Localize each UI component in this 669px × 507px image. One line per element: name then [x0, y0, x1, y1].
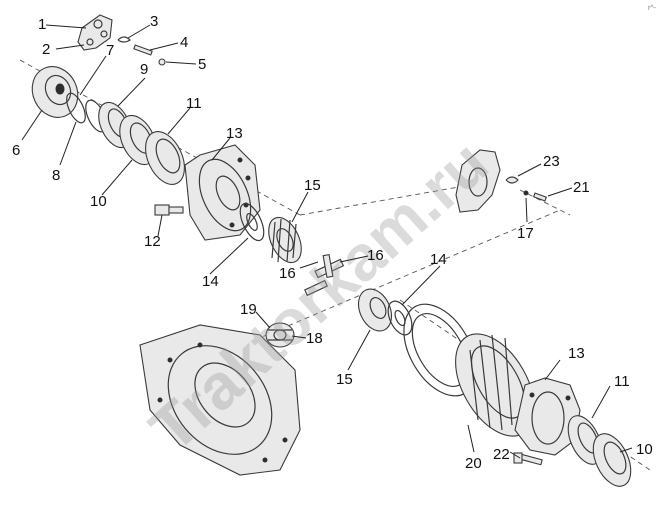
callout-11: 11	[186, 95, 202, 112]
clamp-bracket	[77, 14, 113, 51]
pinion-gear	[265, 322, 295, 348]
callout-2: 2	[42, 41, 50, 58]
callout-4: 4	[180, 34, 188, 51]
thrust-washer-upper	[239, 202, 265, 242]
callout-9: 9	[140, 61, 148, 78]
side-gear-upper	[268, 216, 302, 264]
carrier-casting	[455, 149, 548, 213]
outer-race	[145, 131, 185, 185]
callout-19: 19	[240, 301, 257, 318]
callout-13: 13	[226, 125, 243, 142]
hub-flange	[31, 66, 79, 118]
spider-pins	[304, 254, 345, 297]
callout-5: 5	[198, 56, 206, 73]
callout-13-lower: 13	[568, 345, 585, 362]
callout-22: 22	[493, 446, 510, 463]
callout-15: 15	[304, 177, 321, 194]
callout-18: 18	[306, 330, 323, 347]
main-housing	[139, 324, 301, 476]
case-bolt-lower	[513, 452, 543, 466]
callout-15-lower: 15	[336, 371, 353, 388]
callout-16a: 16	[279, 265, 296, 282]
callout-14-lower: 14	[430, 251, 447, 268]
callout-1: 1	[38, 16, 46, 33]
leader-lines	[21, 24, 633, 459]
callout-7: 7	[106, 42, 114, 59]
callout-10-lower: 10	[636, 441, 653, 458]
callout-14: 14	[202, 273, 219, 290]
callout-17: 17	[517, 225, 534, 242]
callout-6: 6	[12, 142, 20, 159]
callout-20: 20	[465, 455, 482, 472]
callout-10: 10	[90, 193, 107, 210]
callout-16b: 16	[367, 247, 384, 264]
case-bolt	[154, 204, 184, 216]
corner-mark: r^-	[648, 5, 657, 12]
side-gear-lower	[357, 288, 393, 332]
case-half-lower	[514, 377, 581, 456]
callout-8: 8	[52, 167, 60, 184]
clip-pin-screw	[117, 36, 166, 66]
callout-11-lower: 11	[614, 373, 630, 390]
callout-12: 12	[144, 233, 161, 250]
callout-3: 3	[150, 13, 158, 30]
assembly-axis-lines	[19, 59, 651, 471]
callout-23: 23	[543, 153, 560, 170]
callout-labels: 1 2 3 4 5 6 7 8 9 10 11 13 12 14 15 16 1…	[12, 13, 653, 472]
thrust-washer-lower	[387, 300, 413, 336]
bearing-lower	[592, 433, 632, 487]
callout-21: 21	[573, 179, 590, 196]
